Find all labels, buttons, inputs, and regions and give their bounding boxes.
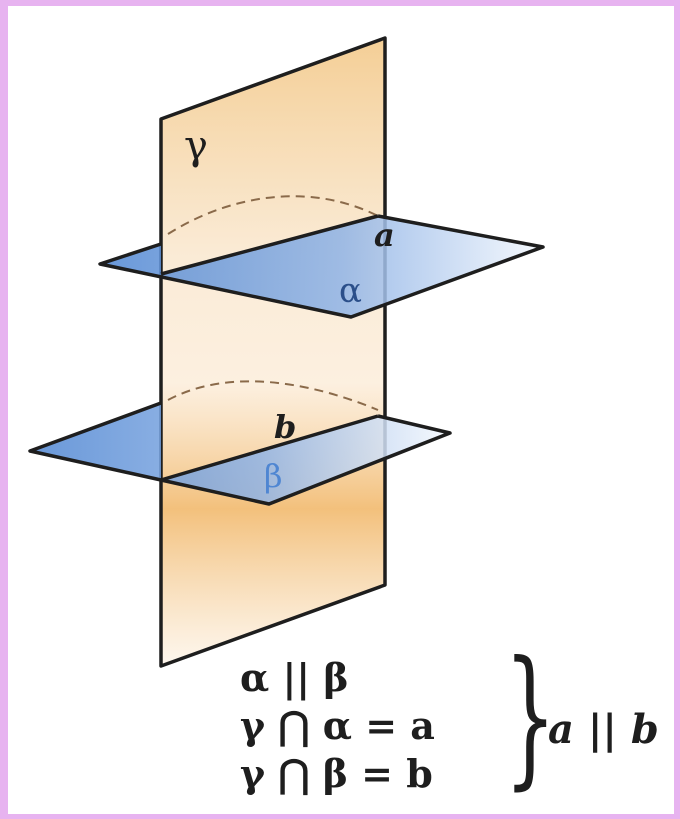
plane-beta-front-outline: [160, 414, 452, 506]
label-alpha: α: [339, 271, 362, 311]
statements-block: α || β γ ⋂ α = a γ ⋂ β = b: [240, 654, 435, 798]
conclusion-text: a || b: [548, 706, 659, 753]
line-b: [160, 414, 379, 482]
label-gamma: γ: [184, 123, 208, 169]
line-a: [160, 214, 379, 276]
statement-gamma-cap-alpha: γ ⋂ α = a: [240, 703, 435, 748]
statement-gamma-cap-beta: γ ⋂ β = b: [240, 751, 433, 796]
hidden-curve-upper: [167, 195, 379, 235]
label-line-b: b: [274, 408, 296, 446]
plane-beta: [30, 403, 450, 504]
planes-diagram: γ a α b β: [28, 36, 545, 668]
label-line-a: a: [374, 216, 395, 254]
right-brace: }: [504, 630, 557, 804]
plane-beta-outline: [28, 401, 162, 482]
diagram-frame: γ a α b β α || β γ ⋂ α = a γ ⋂ β = b } a…: [8, 6, 674, 814]
plane-alpha: [100, 216, 543, 317]
plane-alpha-outline: [98, 214, 545, 319]
plane-gamma: [159, 36, 387, 668]
label-beta: β: [264, 457, 283, 495]
statement-alpha-parallel-beta: α || β: [240, 655, 349, 700]
